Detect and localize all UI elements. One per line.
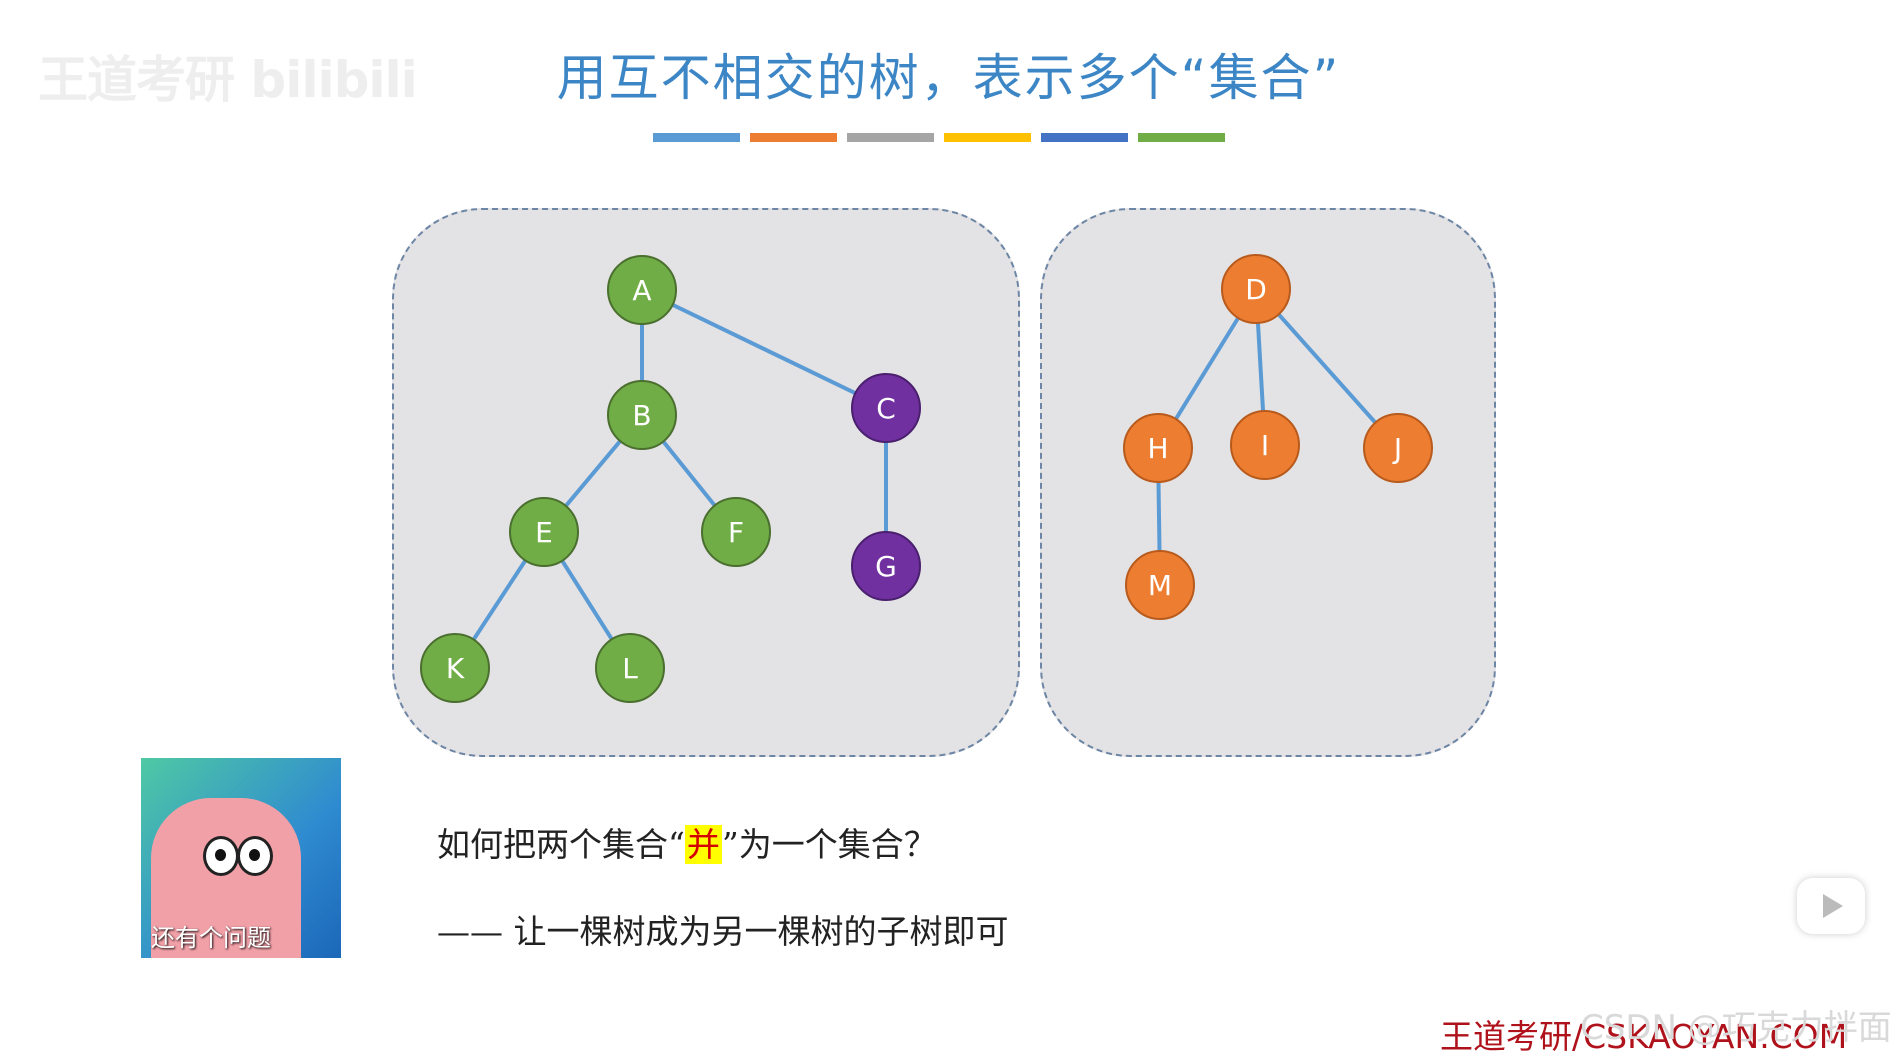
node-label: C <box>876 392 896 425</box>
node-label: L <box>622 652 638 685</box>
tree-node-K: K <box>421 634 489 702</box>
tree-node-E: E <box>510 498 578 566</box>
node-label: K <box>446 652 465 685</box>
question-prefix: 如何把两个集合“ <box>437 825 685 864</box>
csdn-watermark: CSDN @巧克力拌面 <box>1580 1000 1892 1049</box>
node-label: G <box>875 550 897 583</box>
tree-node-B: B <box>608 381 676 449</box>
tree-node-A: A <box>608 256 676 324</box>
meme-caption: 还有个问题 <box>151 918 271 953</box>
tree-node-I: I <box>1231 411 1299 479</box>
question-highlight: 并 <box>685 825 722 864</box>
tree-node-H: H <box>1124 414 1192 482</box>
node-label: D <box>1245 273 1267 306</box>
node-label: E <box>535 516 553 549</box>
tree-edge-A-C <box>642 290 886 408</box>
eye-icon <box>237 836 273 876</box>
node-label: A <box>632 274 651 307</box>
node-label: H <box>1147 432 1168 465</box>
merge-question: 如何把两个集合“并”为一个集合？ <box>437 818 937 866</box>
nodes-layer: A B C E F G K L D H I J M <box>421 255 1432 702</box>
tree-node-D: D <box>1222 255 1290 323</box>
eye-icon <box>203 836 239 876</box>
question-suffix: ”为一个集合？ <box>722 825 937 864</box>
tree-node-M: M <box>1126 551 1194 619</box>
merge-answer: —— 让一棵树成为另一棵树的子树即可 <box>437 905 1009 953</box>
node-label: B <box>632 399 651 432</box>
node-label: M <box>1148 569 1172 602</box>
tree-node-J: J <box>1364 414 1432 482</box>
tree-node-F: F <box>702 498 770 566</box>
play-button[interactable] <box>1797 878 1865 934</box>
node-label: F <box>728 516 744 549</box>
play-icon <box>1823 894 1843 918</box>
tree-node-G: G <box>852 532 920 600</box>
tree-node-L: L <box>596 634 664 702</box>
node-label: I <box>1261 429 1269 462</box>
meme-image: 还有个问题 <box>141 758 341 958</box>
tree-node-C: C <box>852 374 920 442</box>
node-label: J <box>1392 432 1402 465</box>
